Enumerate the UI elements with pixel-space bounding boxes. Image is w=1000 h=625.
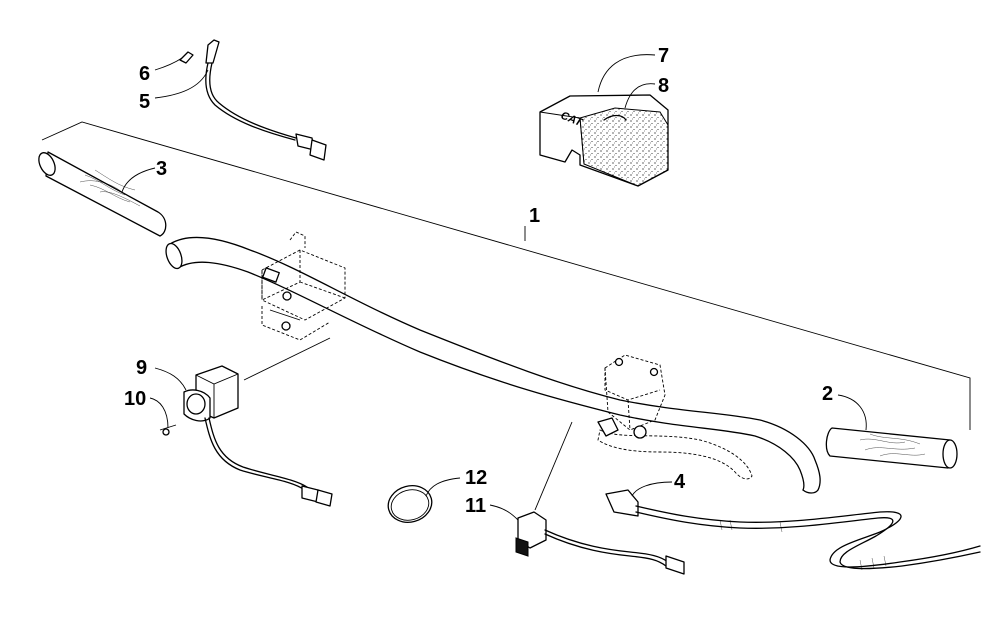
callout-5: 5 xyxy=(139,91,150,113)
callout-6: 6 xyxy=(139,63,150,85)
callout-1: 1 xyxy=(529,205,540,227)
right-grip xyxy=(825,427,958,469)
assembly-bracket-line xyxy=(41,121,971,430)
brake-lever-assembly-dashed xyxy=(597,354,753,480)
left-grip xyxy=(38,151,167,237)
thumb-switch xyxy=(387,421,685,575)
handlebar xyxy=(165,236,821,494)
callout-11: 11 xyxy=(465,495,486,517)
left-switch-housing-dashed xyxy=(261,231,346,341)
callout-2: 2 xyxy=(822,383,833,405)
callout-7: 7 xyxy=(658,45,669,67)
leader-lines xyxy=(121,54,867,521)
heater-element-wire xyxy=(179,39,327,161)
callout-4: 4 xyxy=(674,471,686,493)
callout-3: 3 xyxy=(156,158,167,180)
callout-12: 12 xyxy=(465,467,487,489)
callout-9: 9 xyxy=(136,357,147,379)
handlebar-pad: CAT xyxy=(539,94,669,187)
callout-numbers: 1 2 3 4 5 6 7 8 9 10 11 12 xyxy=(124,45,833,517)
lever-heater-wire xyxy=(605,489,981,571)
callout-8: 8 xyxy=(658,75,669,97)
throttle-switch xyxy=(159,337,333,507)
callout-10: 10 xyxy=(124,388,146,410)
